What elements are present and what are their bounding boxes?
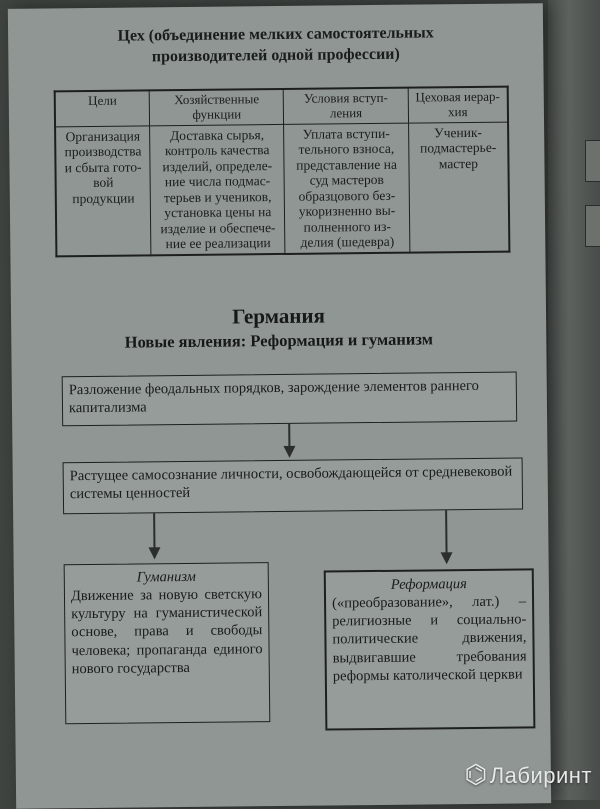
reformation-title: Реформация [390, 576, 467, 593]
book-page: Цех (объединение мелких самостоятельных … [7, 3, 552, 809]
humanism-text: Движение за новую светскую культуру на г… [70, 586, 263, 677]
table-header-row: Цели Хозяйственные функции Условия вступ… [54, 86, 509, 127]
arrow-down-icon [283, 445, 296, 458]
column-header: Цели [54, 90, 150, 127]
humanism-box: Гуманизм Движение за новую светскую куль… [63, 562, 271, 725]
table-cell-functions: Доставка сырья, контроль качества издели… [149, 124, 286, 256]
watermark-text: Лабиринт [489, 763, 592, 788]
flow-box-self-awareness: Растущее самосознание личности, освобожд… [62, 457, 524, 515]
flow-arrow [153, 513, 155, 550]
adjacent-page-edge [548, 0, 600, 800]
reformation-box: Реформация («преобразование», лат.) – ре… [323, 568, 536, 731]
arrow-down-icon [440, 552, 453, 565]
column-header: Цеховая иерар- хия [407, 86, 509, 124]
column-header: Условия вступ- ления [283, 87, 409, 125]
flow-arrow [445, 510, 448, 555]
table-cell-conditions: Уплата вступи- тельного взноса, представ… [284, 123, 410, 254]
reformation-text: («преобразование», лат.) – религиозные и… [331, 593, 527, 685]
column-header: Хозяйственные функции [149, 88, 285, 126]
section-country-heading: Германия [232, 303, 326, 329]
labyrinth-logo-icon: ⌬ [464, 759, 488, 789]
adjacent-page-box [585, 205, 600, 247]
table-row: Организация производства и сбыта гото- в… [55, 121, 510, 257]
arrow-down-icon [148, 547, 161, 560]
adjacent-page-box [585, 140, 600, 182]
watermark-logo: ⌬Лабиринт [464, 759, 592, 790]
table-cell-hierarchy: Ученик- подмастерье- мастер [408, 121, 510, 253]
table-cell-goals: Организация производства и сбыта гото- в… [55, 125, 152, 257]
section-subtitle: Новые явления: Реформация и гуманизм [124, 329, 434, 352]
guild-title-line1: Цех (объединение мелких самостоятельных [117, 24, 434, 45]
flow-box-feudal-decline: Разложение феодальных порядков, зарожден… [61, 371, 518, 427]
guild-title-line2: производителей одной профессии) [151, 45, 400, 66]
guild-table: Цели Хозяйственные функции Условия вступ… [53, 85, 511, 258]
humanism-title: Гуманизм [136, 568, 196, 586]
